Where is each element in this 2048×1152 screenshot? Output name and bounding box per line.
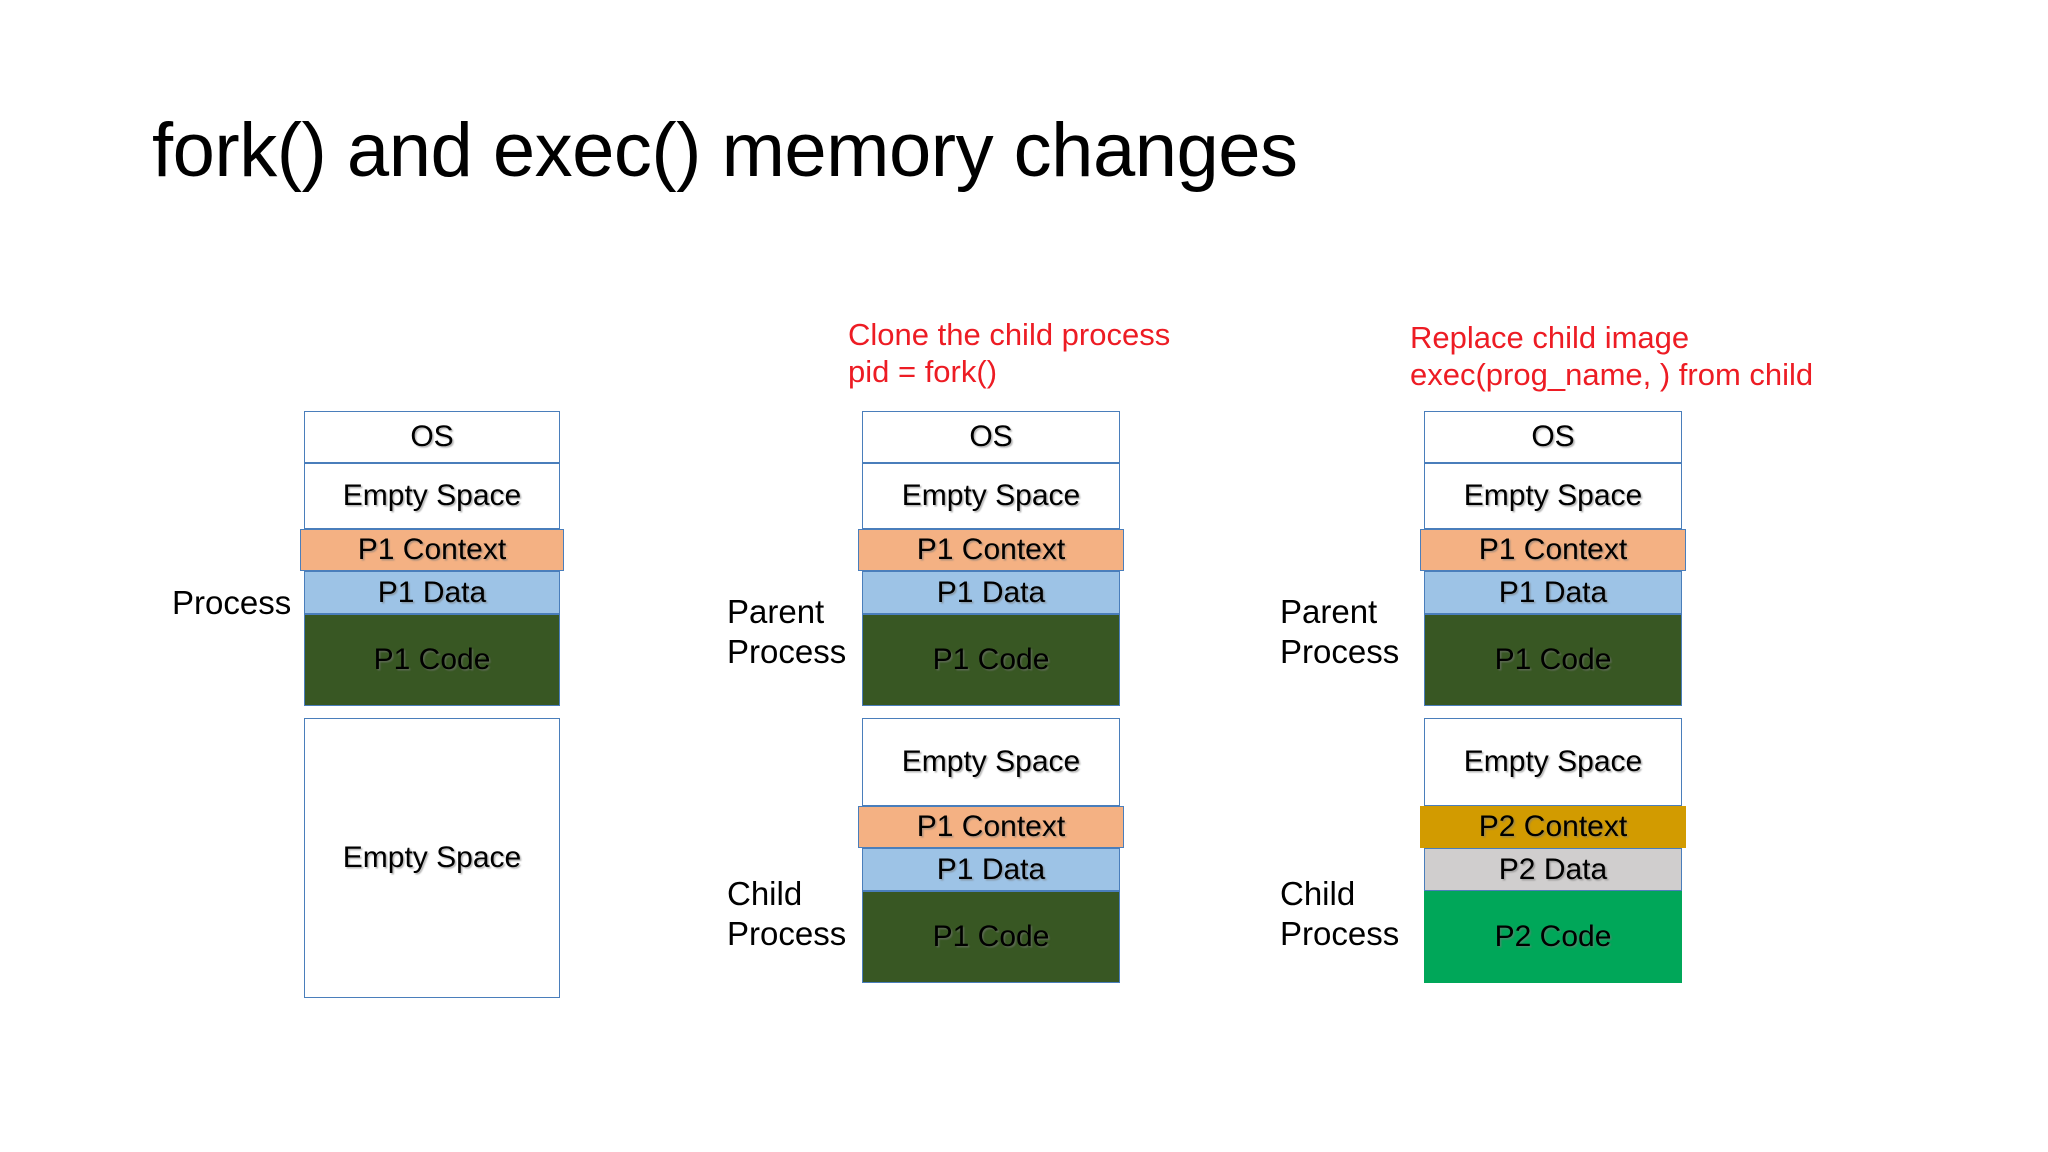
memory-block-p1-data: P1 Data [862, 848, 1120, 891]
label-child-text: Child [1280, 875, 1356, 912]
memory-block-p2-code: P2 Code [1424, 891, 1682, 983]
label-child-text: Child [727, 875, 803, 912]
memory-block-label: OS [1531, 420, 1575, 453]
memory-block-label: Empty Space [342, 841, 522, 874]
stack-separator [1424, 706, 1682, 718]
memory-block-p1-code: P1 Code [862, 891, 1120, 983]
label-child-process-column2: Child Process [727, 874, 846, 955]
memory-block-label: P2 Context [1478, 810, 1628, 843]
memory-block-label: P1 Context [1478, 533, 1628, 566]
memory-block-os: OS [862, 411, 1120, 463]
label-process-column1: Process [172, 583, 291, 623]
memory-block-os: OS [1424, 411, 1682, 463]
memory-block-empty-space: Empty Space [862, 463, 1120, 529]
label-parent-process-column2: Parent Process [727, 592, 846, 673]
label-parent-process-text: Process [1280, 633, 1400, 671]
memory-block-label: Empty Space [901, 479, 1081, 512]
memory-block-label: P1 Code [373, 643, 491, 676]
label-parent-process-column3: Parent Process [1280, 592, 1399, 673]
memory-block-p2-context: P2 Context [1420, 806, 1686, 848]
label-parent-text: Parent [727, 593, 825, 630]
memory-block-label: P1 Data [377, 575, 487, 609]
page-title: fork() and exec() memory changes [152, 108, 1298, 193]
memory-block-label: P1 Context [357, 533, 507, 566]
stack-separator [304, 706, 560, 718]
memory-block-empty-space: Empty Space [304, 463, 560, 529]
memory-block-label: P1 Data [936, 852, 1046, 886]
memory-block-label: P2 Data [1498, 852, 1608, 886]
annotation-fork-line2: pid = fork() [848, 353, 998, 389]
memory-block-p1-context: P1 Context [858, 529, 1124, 571]
memory-block-p1-data: P1 Data [862, 571, 1120, 614]
memory-block-label: P1 Context [916, 810, 1066, 843]
memory-block-label: OS [410, 420, 454, 453]
memory-block-label: P1 Context [916, 533, 1066, 566]
label-process-text: Process [172, 584, 292, 621]
memory-block-p1-context: P1 Context [300, 529, 564, 571]
annotation-fork: Clone the child process pid = fork() [848, 317, 1170, 390]
stack-separator [862, 706, 1120, 718]
label-parent-text: Parent [1280, 593, 1378, 630]
label-parent-process-text: Process [727, 633, 847, 671]
memory-block-p1-code: P1 Code [1424, 614, 1682, 706]
memory-block-empty-space: Empty Space [862, 718, 1120, 806]
memory-block-label: Empty Space [901, 745, 1081, 778]
memory-block-p1-code: P1 Code [862, 614, 1120, 706]
memory-block-label: P1 Code [932, 643, 1050, 676]
memory-block-label: Empty Space [1463, 479, 1643, 512]
memory-block-p1-data: P1 Data [304, 571, 560, 614]
memory-block-p2-data: P2 Data [1424, 848, 1682, 891]
memory-block-os: OS [304, 411, 560, 463]
label-child-process-text: Process [727, 915, 847, 953]
memory-block-empty-space: Empty Space [1424, 463, 1682, 529]
annotation-exec: Replace child image exec(prog_name, ) fr… [1410, 320, 1813, 393]
memory-block-label: Empty Space [342, 479, 522, 512]
annotation-fork-line1: Clone the child process [848, 317, 1171, 352]
memory-block-label: P2 Code [1494, 920, 1612, 953]
memory-block-p1-code: P1 Code [304, 614, 560, 706]
memory-block-empty-space: Empty Space [1424, 718, 1682, 806]
memory-block-label: OS [969, 420, 1013, 453]
annotation-exec-line2: exec(prog_name, ) from child [1410, 356, 1814, 392]
memory-block-label: Empty Space [1463, 745, 1643, 778]
memory-block-p1-data: P1 Data [1424, 571, 1682, 614]
memory-block-label: P1 Data [936, 575, 1046, 609]
label-child-process-text: Process [1280, 915, 1400, 953]
label-child-process-column3: Child Process [1280, 874, 1399, 955]
memory-block-empty-space: Empty Space [304, 718, 560, 998]
memory-block-p1-context: P1 Context [1420, 529, 1686, 571]
memory-block-label: P1 Code [1494, 643, 1612, 676]
memory-block-p1-context: P1 Context [858, 806, 1124, 848]
memory-block-label: P1 Code [932, 920, 1050, 953]
memory-block-label: P1 Data [1498, 575, 1608, 609]
annotation-exec-line1: Replace child image [1410, 320, 1690, 355]
